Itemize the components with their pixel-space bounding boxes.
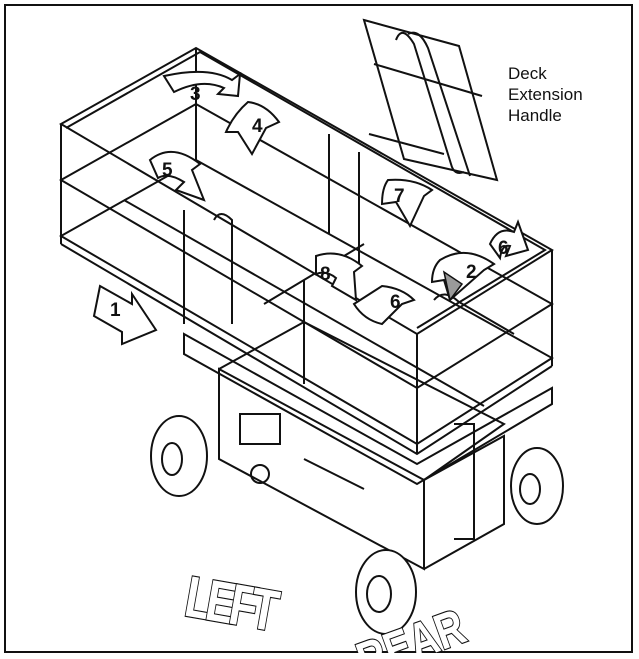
- step-8-number: 8: [320, 264, 331, 285]
- callout-line-2: Extension: [508, 85, 583, 104]
- step-6-number-right: 6: [498, 238, 509, 259]
- step-8-arrow: 8: [315, 252, 364, 302]
- step-5-number: 5: [162, 160, 173, 181]
- step-6-arrow-center: 6: [352, 284, 416, 326]
- step-1-number: 1: [110, 300, 121, 321]
- scissor-lift-diagram: LEFT REAR 1 3 4 5 7 8 6 2 6: [4, 4, 633, 653]
- callout-line-1: Deck: [508, 64, 547, 83]
- step-4-arrow: 4: [224, 100, 281, 156]
- step-3-arrow: 3: [162, 70, 242, 105]
- wheels: [150, 415, 564, 635]
- step-6-number-center: 6: [390, 292, 401, 313]
- platform-guardrails: [58, 46, 554, 456]
- step-2-number: 2: [466, 262, 477, 283]
- step-2-arrow: 2: [430, 252, 496, 302]
- diagram-border: [4, 4, 633, 653]
- left-label: LEFT: [180, 565, 284, 645]
- step-4-number: 4: [252, 116, 263, 137]
- step-1-arrow: 1: [92, 284, 158, 346]
- chassis: [183, 320, 553, 571]
- step-7-arrow: 7: [380, 178, 434, 229]
- step-3-number: 3: [190, 84, 201, 105]
- deck-extension-handle-label: Deck Extension Handle: [508, 63, 583, 126]
- callout-line-3: Handle: [508, 106, 562, 125]
- step-7-number: 7: [394, 186, 405, 207]
- deck-extension-handle: [362, 18, 499, 182]
- step-5-arrow: 5: [148, 151, 206, 202]
- step-6-arrow-right: 6: [488, 219, 530, 261]
